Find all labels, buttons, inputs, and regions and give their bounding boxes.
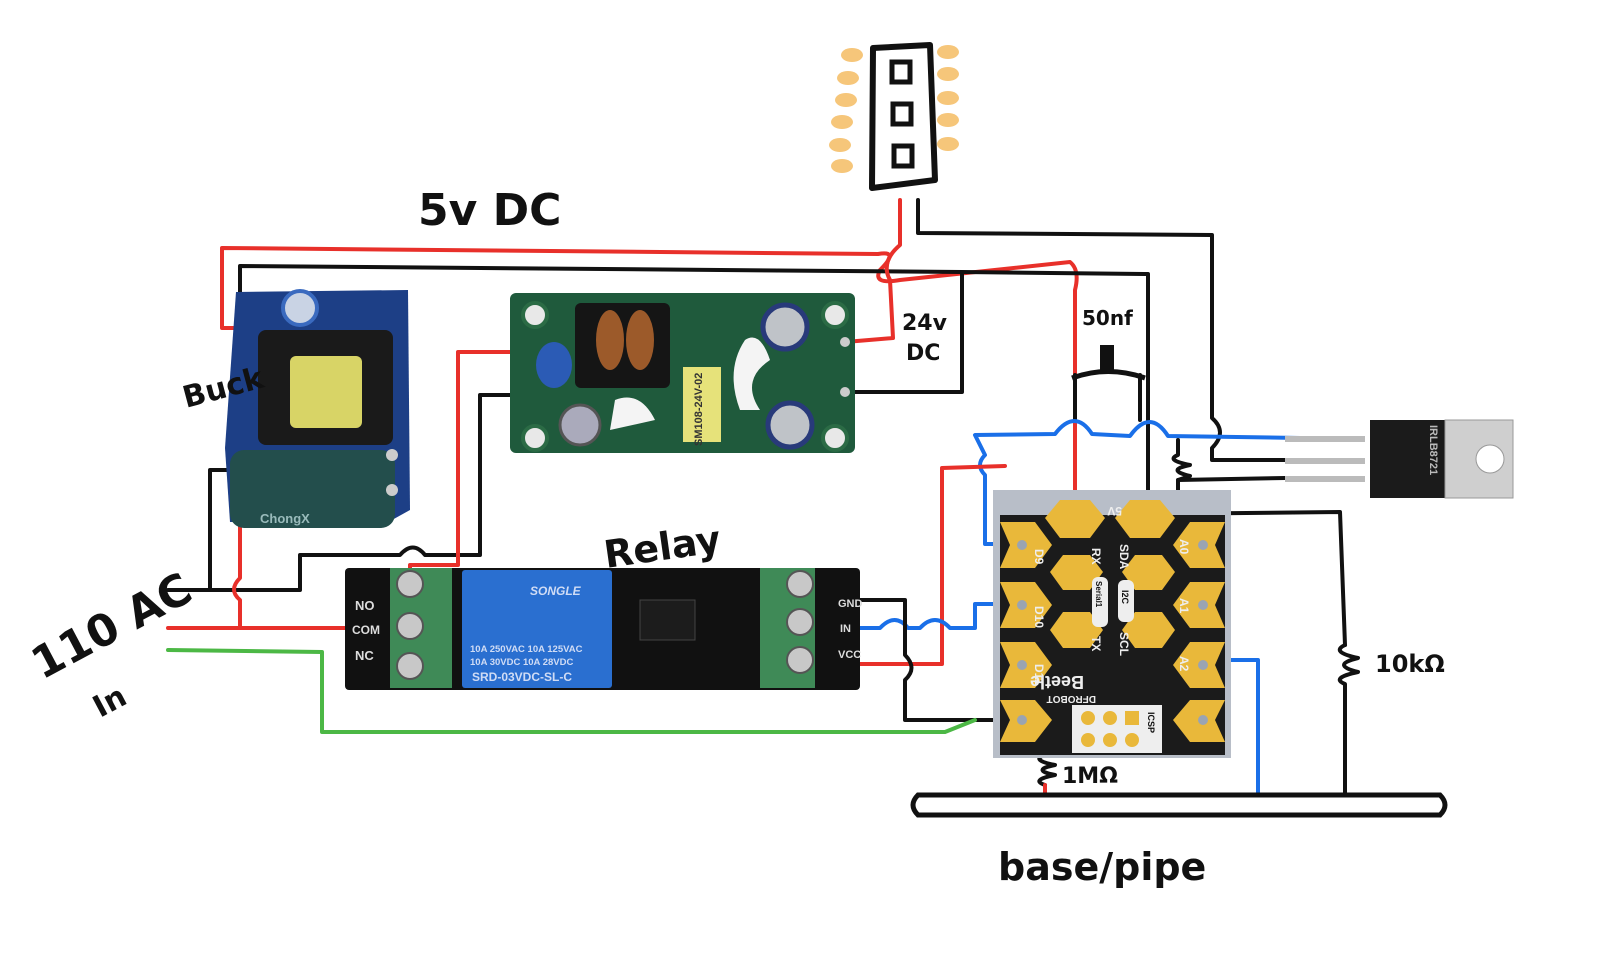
label-base-pipe: base/pipe (998, 845, 1206, 889)
beetle-icsp-label: ICSP (1146, 712, 1156, 733)
wire-cap-leads (1073, 373, 1142, 422)
capacitor-50nf-body (1100, 345, 1114, 373)
beetle-serial-label: Serial1 (1094, 581, 1103, 608)
buck-pad (386, 449, 398, 461)
wire-relay-psu (408, 350, 522, 582)
wire-led-24v (843, 198, 902, 344)
label-ac-in: In (87, 679, 132, 725)
beetle-brand: DFROBOT (1047, 693, 1096, 704)
buck-pad (386, 484, 398, 496)
beetle-pin-rx: RX (1089, 548, 1103, 565)
relay-pin-vcc: VCC (838, 649, 861, 661)
beetle-pin-d9: D9 (1032, 549, 1046, 565)
wire-source-gnd (1176, 476, 1287, 492)
led-cell (889, 59, 913, 85)
psu-output-capacitor (760, 302, 810, 352)
beetle-pin-a1: A1 (1177, 598, 1191, 614)
wire-relay-gnd (850, 598, 1017, 722)
psu-input-capacitor (558, 403, 602, 447)
relay-coil (462, 570, 612, 688)
relay-pin-com: COM (352, 623, 380, 637)
relay-pin-nc: NC (355, 648, 374, 663)
beetle-pin-d10: D10 (1032, 606, 1046, 628)
wire-ac-earth (166, 648, 977, 734)
wire-ac-neutral (166, 393, 522, 592)
beetle-pin-a2: A2 (1177, 656, 1191, 672)
buck-bulk-capacitor (230, 450, 395, 528)
beetle-pin-a0: A0 (1177, 539, 1191, 555)
relay-pin-in: IN (840, 623, 851, 635)
base-pipe (910, 792, 1448, 818)
mosfet-body (1370, 420, 1445, 498)
relay-module: NO COM NC SONGLE 10A 250VAC 10A 125VAC 1… (345, 568, 863, 690)
psu-part-number: SM108-24V-02 (693, 373, 705, 446)
relay-optocoupler (639, 599, 696, 641)
wire-relay-in (836, 602, 1017, 630)
label-10k-resistor: 10kΩ (1375, 650, 1445, 678)
beetle-name: Beetle (1030, 672, 1084, 692)
resistor-gate-pulldown (1171, 438, 1192, 492)
relay-model: SRD-03VDC-SL-C (472, 670, 572, 684)
wire-led-drain (916, 198, 1287, 462)
psu-output-capacitor (765, 400, 815, 450)
resistor-10k (1337, 643, 1360, 807)
led-housing (869, 42, 938, 191)
beetle-i2c-badge (1118, 580, 1134, 622)
mosfet-part: IRLB8721 (1427, 425, 1439, 475)
led-light-fixture (829, 42, 959, 191)
beetle-pin-5v: 5V (1107, 504, 1122, 518)
buck-converter: ChongX (225, 289, 410, 528)
buck-brand: ChongX (260, 511, 310, 526)
label-24v: 24v (902, 311, 948, 336)
label-1m-resistor: 1MΩ (1062, 764, 1118, 789)
label-24v-dc: DC (906, 341, 940, 366)
led-cell (891, 143, 915, 169)
buck-transformer-core (290, 356, 362, 428)
relay-pin-gnd: GND (838, 598, 863, 610)
psu-transformer (683, 367, 721, 442)
psu-x-capacitor (536, 342, 572, 388)
beetle-serial-badge (1092, 577, 1108, 627)
led-glow (829, 45, 959, 173)
led-cell (890, 101, 914, 127)
relay-pin-no: NO (355, 598, 375, 613)
mosfet-hole (1475, 444, 1505, 474)
relay-rating-1: 10A 250VAC 10A 125VAC (470, 644, 583, 655)
resistor-1m (1037, 753, 1057, 787)
beetle-pin-sda: SDA (1117, 544, 1131, 570)
relay-rating-2: 10A 30VDC 10A 28VDC (470, 657, 573, 668)
buck-small-capacitor (281, 289, 319, 327)
wire-5v-bus (220, 246, 1079, 524)
beetle-i2c-label: I2C (1120, 590, 1130, 605)
label-relay: Relay (601, 517, 724, 577)
pipe-body (910, 792, 1448, 818)
beetle-board: D9 D10 D11 A0 A1 A2 5V RX TX SDA SCL Ser… (993, 490, 1231, 758)
title-5v-dc: 5v DC (418, 185, 561, 236)
beetle-pin-scl: SCL (1117, 632, 1131, 656)
wire-relay-vcc (810, 464, 1007, 666)
relay-brand: SONGLE (530, 584, 582, 598)
label-cap-50nf: 50nf (1082, 306, 1133, 330)
beetle-pin-d11: D11 (1032, 664, 1046, 686)
beetle-pin-tx: TX (1089, 636, 1103, 651)
psu-24v: SM108-24V-02 (510, 293, 855, 453)
mosfet-irlb8721: IRLB8721 (1285, 419, 1514, 499)
